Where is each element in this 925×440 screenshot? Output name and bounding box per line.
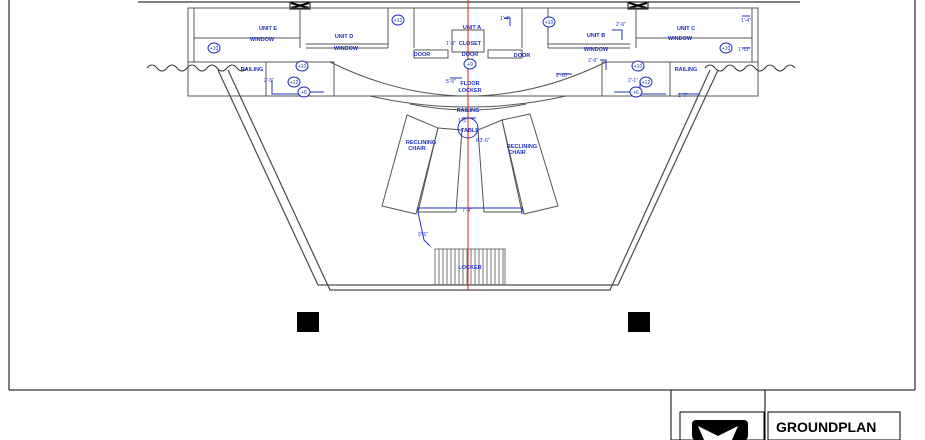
elev-label: +12 xyxy=(290,80,299,86)
unit-b-label: UNIT B xyxy=(587,33,605,39)
window-label: WINDOW xyxy=(334,46,359,52)
reclining-chair-left xyxy=(381,114,463,215)
railing-label: RAILING xyxy=(241,67,264,73)
pile-marker-left xyxy=(297,312,319,332)
elevation-markers xyxy=(207,14,733,98)
unit-e-label: UNIT E xyxy=(259,26,277,32)
locker-label: LOCKER xyxy=(458,265,481,271)
railing-label: RAILING xyxy=(675,67,698,73)
sheet-frame xyxy=(8,0,916,391)
elev-label: +10 xyxy=(722,46,731,52)
elev-label: +10 xyxy=(545,20,554,26)
section-marker-right xyxy=(627,1,649,10)
elev-label: +9 xyxy=(467,62,473,68)
reclining-chair-label-1: RECLINING xyxy=(507,144,537,150)
dim-text: 7'-4" xyxy=(462,208,472,214)
elev-label: +12 xyxy=(642,80,651,86)
dim-text: 1'-3" xyxy=(458,118,468,124)
dim-text: 1'-11" xyxy=(738,47,751,53)
reclining-chair-label-2: CHAIR xyxy=(508,150,525,156)
dim-text: 2'-6" xyxy=(616,22,626,28)
window-label: WINDOW xyxy=(584,47,609,53)
elev-label: +10 xyxy=(298,64,307,70)
dim-text: 2'-5" xyxy=(264,78,274,84)
elev-label: +10 xyxy=(210,46,219,52)
unit-c-label: UNIT C xyxy=(677,26,695,32)
window-label: WINDOW xyxy=(668,36,693,42)
title-block: GROUNDPLAN xyxy=(670,389,901,440)
window-label: WINDOW xyxy=(250,37,275,43)
unit-d-label: UNIT D xyxy=(335,34,353,40)
logo-icon xyxy=(692,420,748,440)
dim-text: 1'-4" xyxy=(500,16,510,22)
pile-marker-right xyxy=(628,312,650,332)
unit-a-label: UNIT A xyxy=(463,25,481,31)
bottom-locker xyxy=(434,248,506,286)
dim-text: 1'-7" xyxy=(678,93,688,99)
dim-text: 1'-3" xyxy=(446,41,456,47)
dim-text: 3'-5" xyxy=(418,232,428,238)
reclining-chair-right xyxy=(477,113,559,215)
reclining-chair-label-1: RECLINING xyxy=(406,140,436,146)
floor-locker-label-1: FLOOR xyxy=(460,81,479,87)
dim-text: 2'-9" xyxy=(588,58,598,64)
dim-text: 1'-4" xyxy=(741,18,751,24)
reclining-chair-label-2: CHAIR xyxy=(408,146,425,152)
dim-text: 2'-1" xyxy=(628,78,638,84)
ground-line xyxy=(146,64,796,72)
floor-locker-label-2: LOCKER xyxy=(458,88,481,94)
dim-text: 5'-5" xyxy=(446,79,456,85)
door-label: DOOR xyxy=(414,52,431,58)
elev-label: +12 xyxy=(394,18,403,24)
railing-label: RAILING xyxy=(457,108,480,114)
elev-label: +6 xyxy=(301,90,307,96)
dim-text: 2'-10" xyxy=(556,73,569,79)
closet-label: CLOSET xyxy=(459,41,482,47)
door-label: DOOR xyxy=(514,53,531,59)
sheet-title: GROUNDPLAN xyxy=(776,419,876,435)
elev-label: +6 xyxy=(633,90,639,96)
elev-label: +10 xyxy=(634,64,643,70)
table-label: TABLE xyxy=(461,128,479,134)
dim-text: R3'-6" xyxy=(476,138,490,144)
door-label: DOOR xyxy=(462,52,479,58)
